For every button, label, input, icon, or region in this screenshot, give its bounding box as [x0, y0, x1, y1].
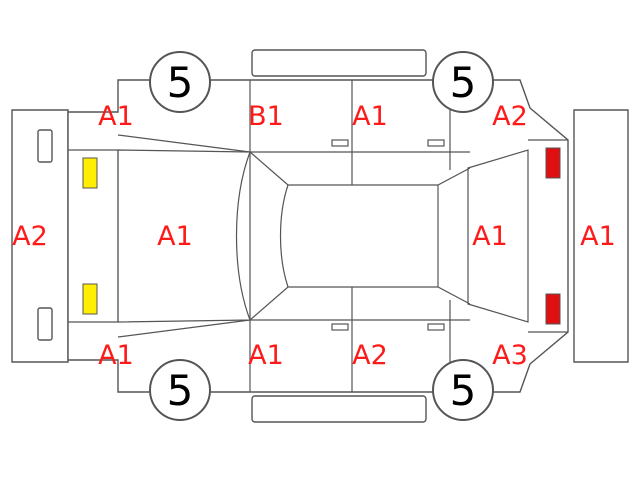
left-side-skirt: [251, 49, 427, 77]
tire-rear-right-value: 5: [450, 366, 477, 415]
code-front-bumper: A2: [12, 221, 48, 252]
headlight-right: [82, 283, 98, 315]
code-hood: A1: [157, 221, 193, 252]
code-rear-left-door: A1: [352, 101, 388, 132]
code-rear-left-quarter: A2: [492, 101, 528, 132]
code-rear-right-quarter: A3: [492, 340, 528, 371]
tire-rear-right: 5: [432, 359, 494, 421]
tire-front-left: 5: [149, 51, 211, 113]
tire-front-right-value: 5: [167, 366, 194, 415]
code-tailgate: A1: [472, 221, 508, 252]
code-front-right-fender: A1: [98, 340, 134, 371]
front-bumper: [11, 109, 69, 363]
tire-rear-left: 5: [432, 51, 494, 113]
code-rear-right-door: A2: [352, 340, 388, 371]
car-body: [67, 79, 569, 393]
headlight-left: [82, 157, 98, 189]
code-front-right-door: A1: [248, 340, 284, 371]
right-side-skirt: [251, 395, 427, 423]
code-rear-bumper: A1: [580, 221, 616, 252]
taillight-right: [545, 293, 561, 325]
tire-front-left-value: 5: [167, 58, 194, 107]
code-front-left-fender: A1: [98, 101, 134, 132]
tire-front-right: 5: [149, 359, 211, 421]
tire-rear-left-value: 5: [450, 58, 477, 107]
code-front-left-door: B1: [248, 101, 284, 132]
rear-bumper: [573, 109, 629, 363]
taillight-left: [545, 147, 561, 179]
